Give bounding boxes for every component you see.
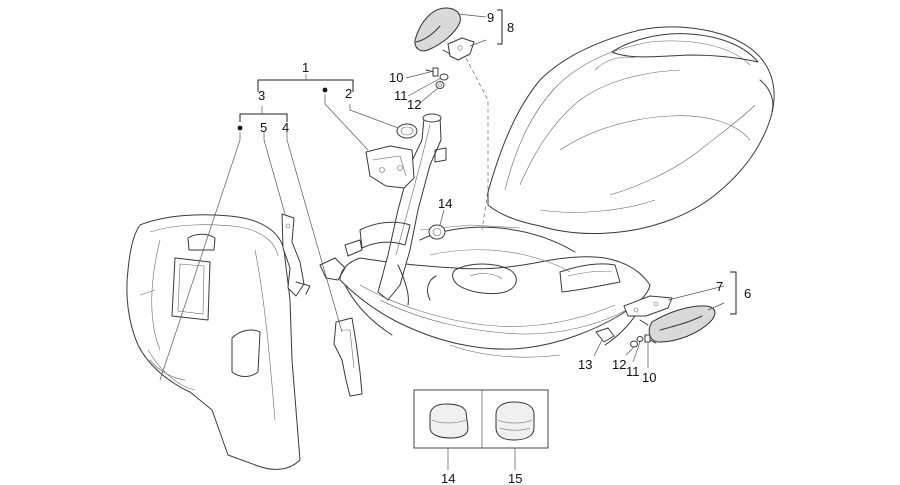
part-number-labels: 1 2 3 4 5 6 7 8 9 10 11 12 14 13 12 11 1…: [258, 10, 751, 485]
part-7-footrest-grip: [648, 305, 716, 343]
footrest-link: [639, 319, 649, 326]
label-15-box: 15: [508, 471, 522, 485]
part-13-clip: [595, 327, 615, 343]
inset-part-15-plug: [495, 401, 535, 441]
label-9: 9: [487, 10, 494, 25]
label-14-frame: 14: [438, 196, 452, 211]
part-12-nut-top: [435, 81, 445, 89]
inset-part-14-plug: [429, 403, 469, 439]
part-10-screw-bottom: [644, 334, 657, 344]
label-7: 7: [716, 279, 723, 294]
label-8: 8: [507, 20, 514, 35]
part-9-grip: [414, 7, 461, 52]
part-5-bracket: [281, 213, 311, 297]
part-11-washer-top: [439, 73, 449, 81]
label-2: 2: [345, 86, 352, 101]
part-12-nut-bottom: [630, 340, 638, 348]
label-5: 5: [260, 120, 267, 135]
part-11-washer-bottom: [636, 336, 644, 342]
label-4: 4: [282, 120, 289, 135]
group-marker-dot: [237, 125, 243, 131]
label-11-bottom: 11: [626, 364, 640, 379]
label-11-top: 11: [394, 88, 408, 103]
label-6: 6: [744, 286, 751, 301]
floor-frame: [339, 226, 651, 358]
body-shell: [487, 26, 775, 235]
assembly-guide-line: [465, 57, 489, 231]
label-3: 3: [258, 88, 265, 103]
inset-panel: [413, 389, 549, 470]
part-4-horn-cover: [333, 317, 363, 397]
steering-bracket: [365, 145, 415, 189]
part-14-grommet-frame: [428, 224, 446, 240]
label-10-top: 10: [389, 70, 403, 85]
label-1: 1: [302, 60, 309, 75]
label-12-bottom: 12: [612, 357, 626, 372]
leader-lines: [159, 9, 737, 381]
part-2-cap: [396, 123, 418, 139]
leg-shield: [126, 214, 301, 470]
floor-front-bracket: [319, 257, 346, 281]
part-10-screw-top: [425, 67, 439, 77]
label-14-box: 14: [441, 471, 455, 485]
label-13: 13: [578, 357, 592, 372]
label-10-bottom: 10: [642, 370, 656, 385]
group-marker-dot: [322, 87, 328, 93]
part-6-footrest-bracket: [623, 295, 673, 317]
label-12-top: 12: [407, 97, 421, 112]
part-8-bracket: [442, 37, 475, 61]
